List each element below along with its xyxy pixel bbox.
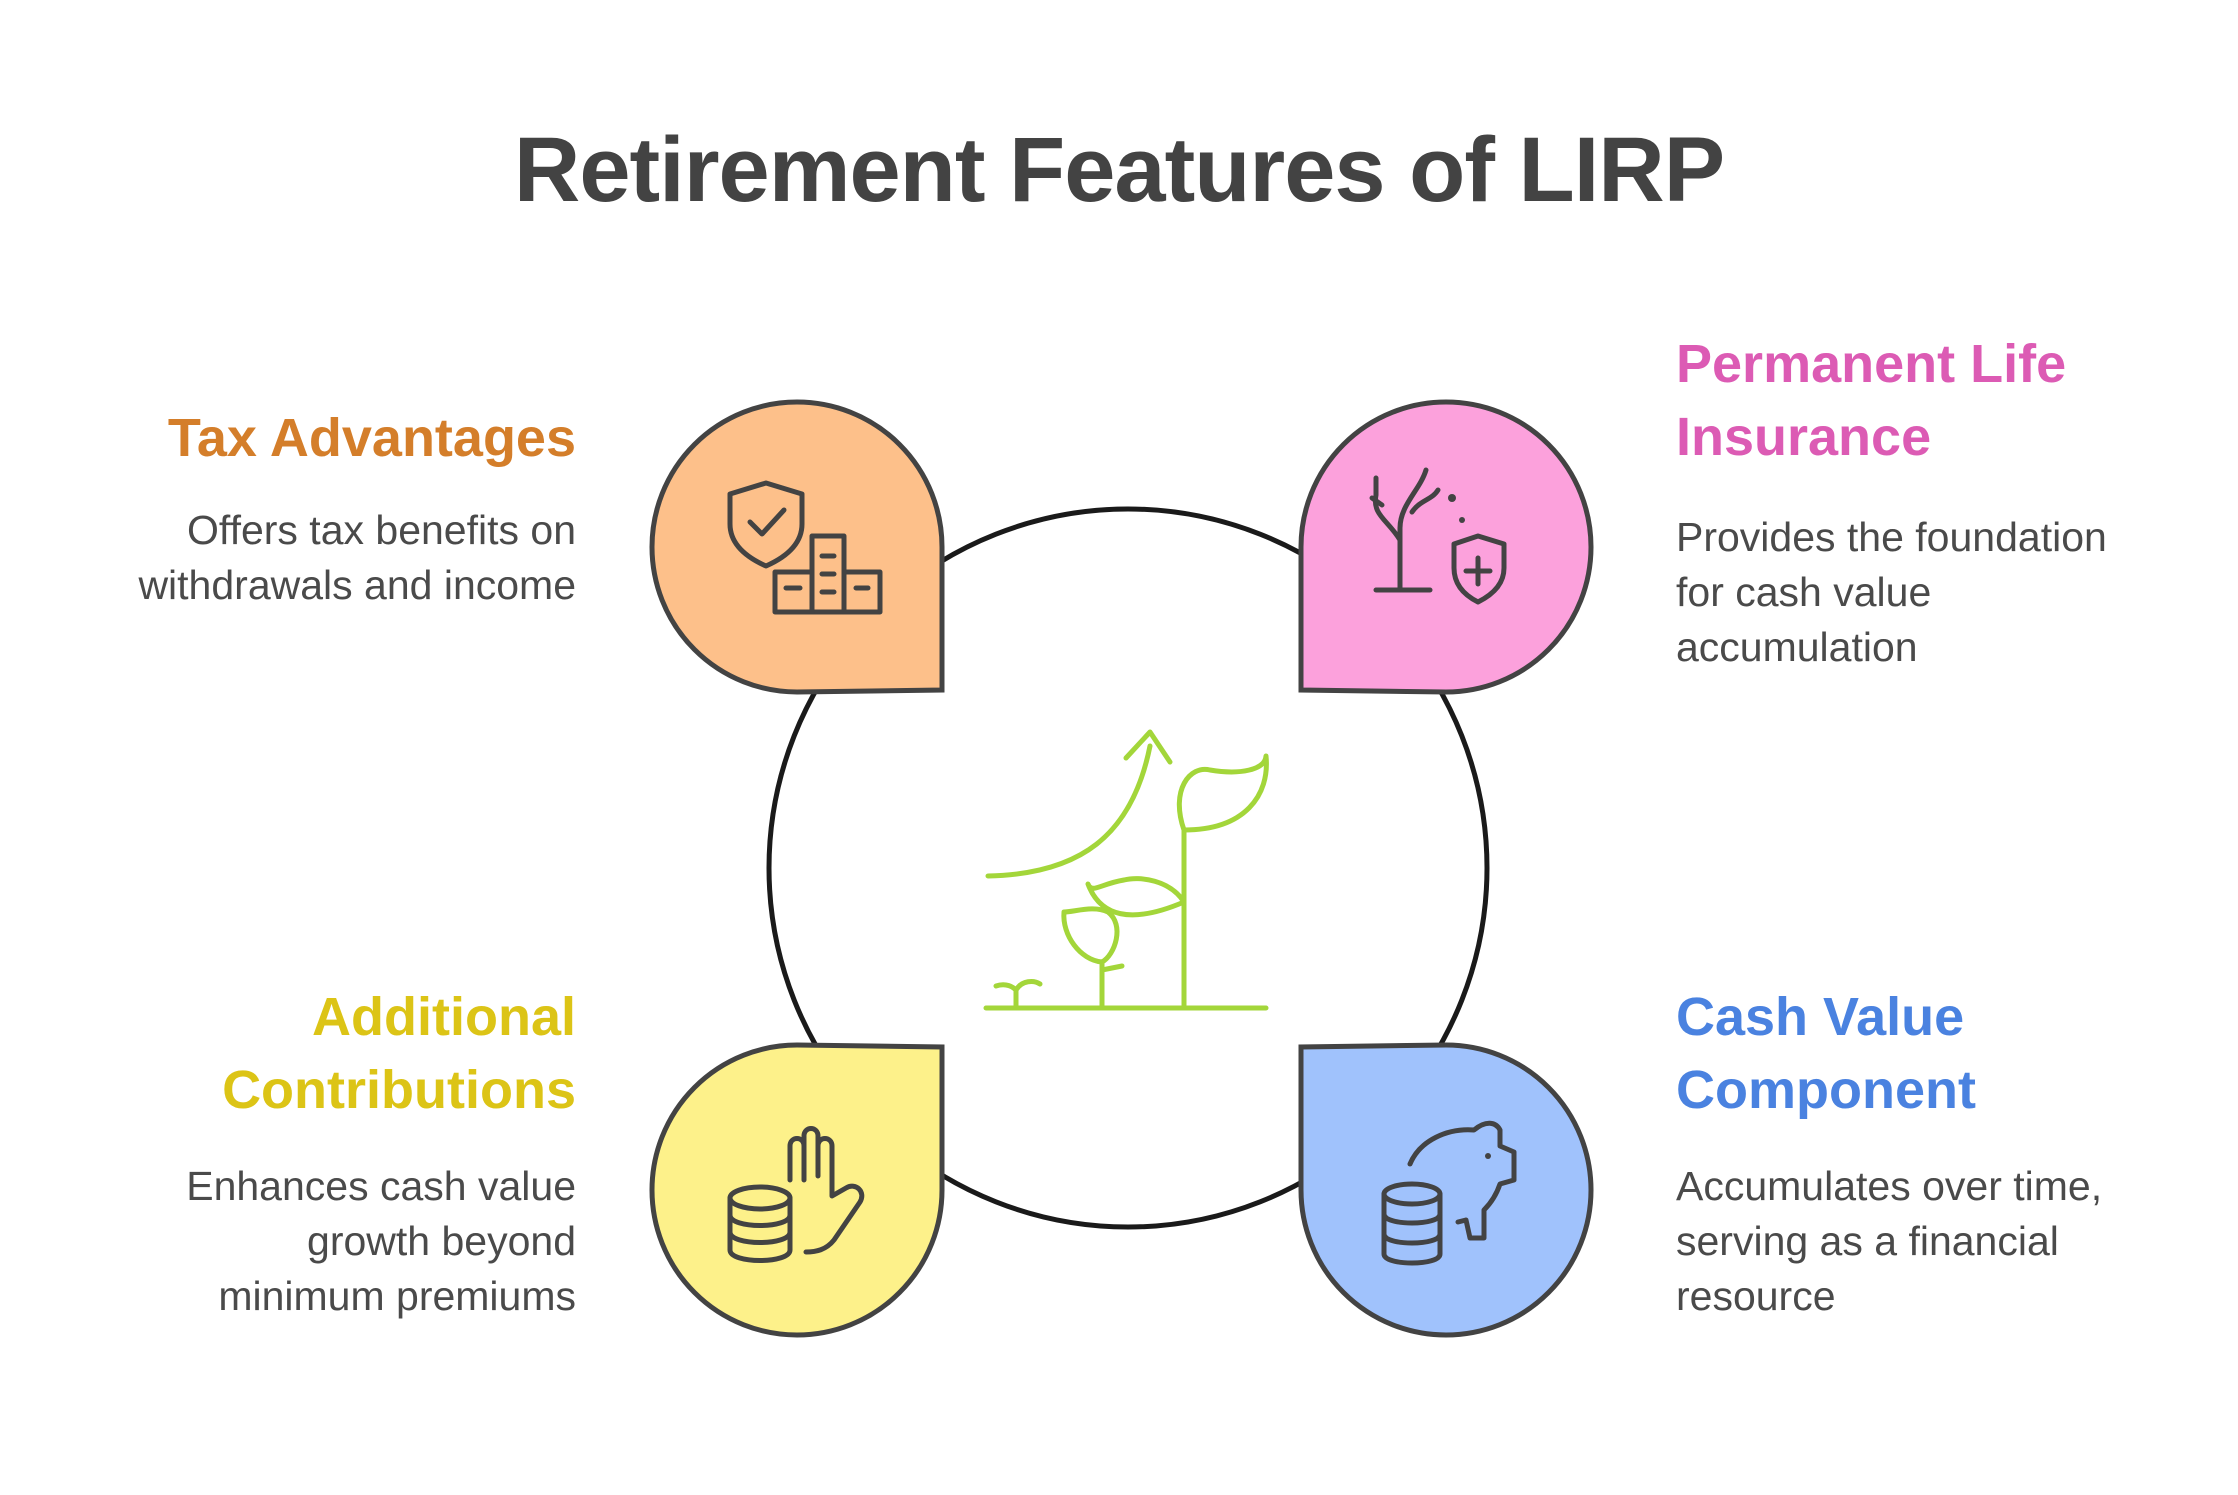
feature-title-line: Tax Advantages — [167, 408, 576, 468]
feature-permanent-life-insurance: Permanent Life Insurance Provides the fo… — [1676, 328, 2216, 675]
feature-cash-value-component: Cash Value Component Accumulates over ti… — [1676, 981, 2216, 1324]
feature-title: Cash Value Component — [1676, 981, 2216, 1127]
feature-description-line: withdrawals and income — [138, 562, 576, 608]
feature-title: Tax Advantages — [60, 402, 576, 475]
feature-title-line: Insurance — [1676, 407, 1932, 467]
piggy-bank-coins-icon — [1381, 1120, 1517, 1266]
feature-description: Provides the foundation for cash value a… — [1676, 510, 2216, 675]
feature-title-line: Contributions — [222, 1060, 576, 1120]
feature-description-line: for cash value — [1676, 569, 1932, 615]
additional-contributions-shape — [649, 1042, 945, 1338]
central-ring — [766, 506, 1490, 1230]
feature-title: Permanent Life Insurance — [1676, 328, 2216, 474]
feature-description-line: resource — [1676, 1273, 1836, 1319]
tree-with-shield-plus-icon — [1369, 467, 1507, 605]
feature-title-line: Permanent Life — [1676, 334, 2067, 394]
feature-additional-contributions: Additional Contributions Enhances cash v… — [60, 981, 576, 1324]
feature-description: Enhances cash value growth beyond minimu… — [60, 1159, 576, 1324]
feature-description-line: growth beyond — [307, 1218, 576, 1264]
feature-description-line: accumulation — [1676, 624, 1918, 670]
cash-value-component-shape — [1298, 1042, 1594, 1338]
feature-description-line: serving as a financial — [1676, 1218, 2059, 1264]
feature-description: Offers tax benefits on withdrawals and i… — [60, 503, 576, 613]
growing-plants-with-upward-arrow-icon — [983, 729, 1269, 1011]
feature-title-line: Cash Value — [1676, 987, 1965, 1047]
feature-description-line: Offers tax benefits on — [187, 507, 576, 553]
tax-advantages-shape — [649, 399, 945, 695]
feature-title-line: Additional — [312, 987, 576, 1047]
feature-tax-advantages: Tax Advantages Offers tax benefits on wi… — [60, 402, 576, 613]
shield-check-buildings-icon — [727, 480, 883, 615]
feature-description: Accumulates over time, serving as a fina… — [1676, 1159, 2216, 1324]
feature-title: Additional Contributions — [60, 981, 576, 1127]
permanent-life-insurance-shape — [1298, 399, 1594, 695]
feature-description-line: Accumulates over time, — [1676, 1163, 2103, 1209]
feature-title-line: Component — [1676, 1060, 1976, 1120]
feature-description-line: Enhances cash value — [186, 1163, 576, 1209]
feature-description-line: minimum premiums — [218, 1273, 576, 1319]
feature-description-line: Provides the foundation — [1676, 514, 2107, 560]
coins-and-hand-icon — [727, 1126, 865, 1263]
page-title: Retirement Features of LIRP — [513, 119, 1725, 221]
